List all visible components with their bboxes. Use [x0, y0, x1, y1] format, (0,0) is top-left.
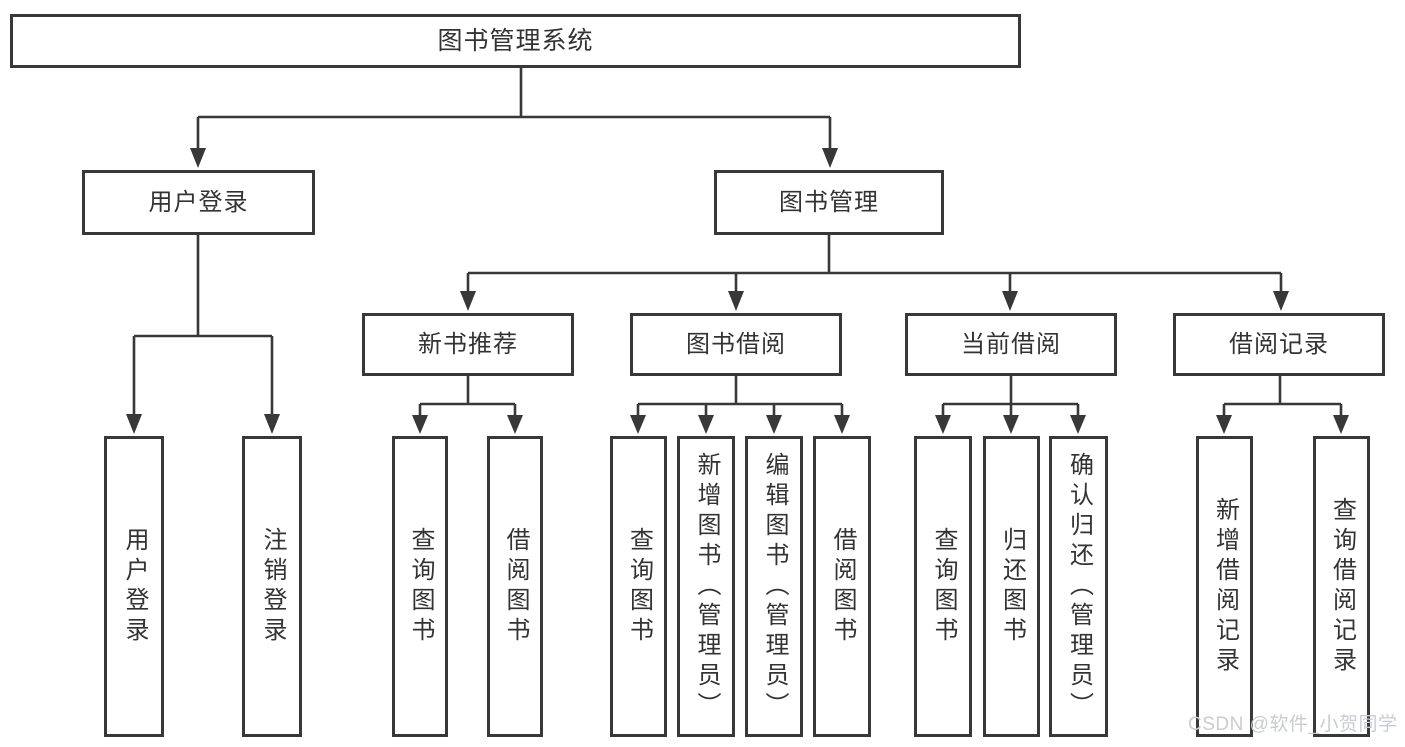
node-label: 当前借阅: [961, 330, 1061, 358]
node-label: 用户登录: [148, 188, 249, 216]
node-root: 图书管理系统: [10, 14, 1021, 68]
leaf-logout: 注销登录: [242, 436, 302, 737]
arrowhead: [1333, 415, 1349, 434]
leaf-add-borrow-record: 新增借阅记录: [1196, 436, 1253, 737]
arrowhead: [1273, 291, 1289, 311]
leaf-borrow-books-borrowing: 借阅图书: [813, 436, 871, 737]
arrowhead: [698, 415, 714, 434]
arrowhead: [1002, 291, 1018, 311]
node-label: 图书管理: [779, 188, 879, 216]
leaf-query-borrow-record: 查询借阅记录: [1313, 436, 1370, 737]
node-current-borrowing: 当前借阅: [905, 313, 1117, 376]
node-label: 注销登录: [259, 526, 286, 647]
node-label: 编辑图书（管理员）: [761, 451, 788, 722]
node-book-management: 图书管理: [714, 170, 944, 235]
node-new-book-recommendation: 新书推荐: [362, 313, 574, 376]
arrowhead: [460, 291, 476, 311]
node-label: 用户登录: [121, 526, 148, 647]
leaf-user-login: 用户登录: [104, 436, 164, 737]
node-label: 查询图书: [625, 526, 653, 647]
leaf-return-books: 归还图书: [983, 436, 1040, 737]
arrowhead: [412, 415, 428, 434]
leaf-add-books-admin: 新增图书（管理员）: [677, 436, 735, 737]
arrowhead: [264, 414, 280, 434]
leaf-confirm-return-admin: 确认归还（管理员）: [1049, 436, 1108, 737]
node-label: 借阅记录: [1229, 330, 1329, 358]
leaf-query-books-recommend: 查询图书: [392, 436, 448, 737]
node-label: 新增图书（管理员）: [693, 451, 720, 722]
arrowhead: [1216, 415, 1232, 434]
node-label: 查询图书: [407, 526, 434, 647]
leaf-query-books-current: 查询图书: [914, 436, 972, 737]
node-book-borrowing: 图书借阅: [630, 313, 842, 376]
arrowhead: [507, 415, 523, 434]
node-borrowing-records: 借阅记录: [1173, 313, 1385, 376]
node-label: 确认归还（管理员）: [1065, 451, 1093, 722]
node-user-login: 用户登录: [82, 170, 315, 235]
leaf-query-books-borrowing: 查询图书: [610, 436, 667, 737]
arrowhead: [834, 415, 850, 434]
arrowhead: [728, 291, 744, 311]
leaf-borrow-books-recommend: 借阅图书: [487, 436, 543, 737]
node-label: 归还图书: [998, 526, 1026, 647]
node-label: 新书推荐: [418, 330, 518, 358]
node-label: 图书管理系统: [437, 26, 594, 55]
node-label: 新增借阅记录: [1211, 496, 1239, 677]
arrowhead: [1070, 415, 1086, 434]
arrowhead: [935, 415, 951, 434]
arrowhead: [766, 415, 782, 434]
arrowhead: [190, 148, 206, 168]
arrowhead: [630, 415, 646, 434]
node-label: 图书借阅: [686, 330, 786, 358]
watermark: CSDN @软件_小贺同学: [1188, 714, 1398, 735]
node-label: 借阅图书: [502, 526, 529, 647]
arrowhead: [822, 148, 838, 168]
leaf-edit-books-admin: 编辑图书（管理员）: [745, 436, 803, 737]
node-label: 查询图书: [930, 526, 957, 647]
node-label: 借阅图书: [829, 526, 856, 647]
arrowhead: [126, 414, 142, 434]
arrowhead: [1003, 415, 1019, 434]
node-label: 查询借阅记录: [1328, 496, 1356, 677]
